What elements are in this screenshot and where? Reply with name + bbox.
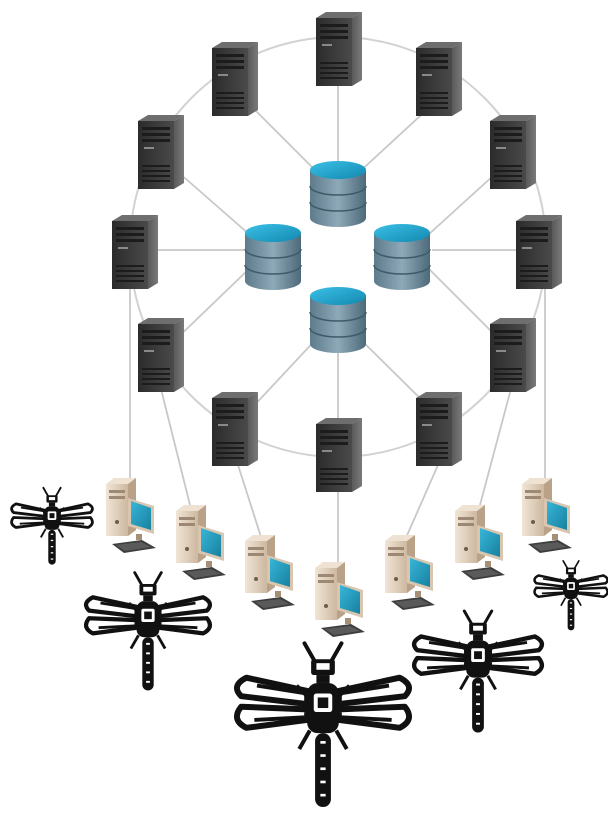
dragonfly-bug-icon [414, 611, 542, 733]
database-cylinder-icon [309, 160, 367, 228]
desktop-computer-icon [455, 505, 505, 580]
server-tower-icon [212, 392, 258, 466]
server-tower-icon [416, 392, 462, 466]
server-tower-icon [416, 42, 462, 116]
desktop-computer-icon [106, 478, 156, 553]
server-tower-icon [316, 12, 362, 86]
server-tower-icon [112, 215, 158, 289]
server-tower-icon [138, 318, 184, 392]
desktop-computer-icon [385, 535, 435, 610]
dragonfly-bug-icon [237, 643, 409, 807]
database-cylinder-icon [309, 286, 367, 354]
server-tower-icon [138, 115, 184, 189]
dragonfly-bug-icon [86, 573, 210, 691]
servers [112, 12, 562, 492]
server-tower-icon [490, 318, 536, 392]
bugs [10, 486, 608, 807]
desktop-computer-icon [176, 505, 226, 580]
server-tower-icon [212, 42, 258, 116]
desktop-computer-icon [245, 535, 295, 610]
dragonfly-bug-icon [10, 486, 94, 567]
desktop-computer-icon [315, 562, 365, 637]
database-cylinder-icon [244, 223, 302, 291]
desktop-computer-icon [522, 478, 572, 553]
dragonfly-bug-icon [533, 559, 608, 632]
server-tower-icon [316, 418, 362, 492]
databases [244, 160, 431, 354]
database-cylinder-icon [373, 223, 431, 291]
server-tower-icon [490, 115, 536, 189]
server-tower-icon [516, 215, 562, 289]
